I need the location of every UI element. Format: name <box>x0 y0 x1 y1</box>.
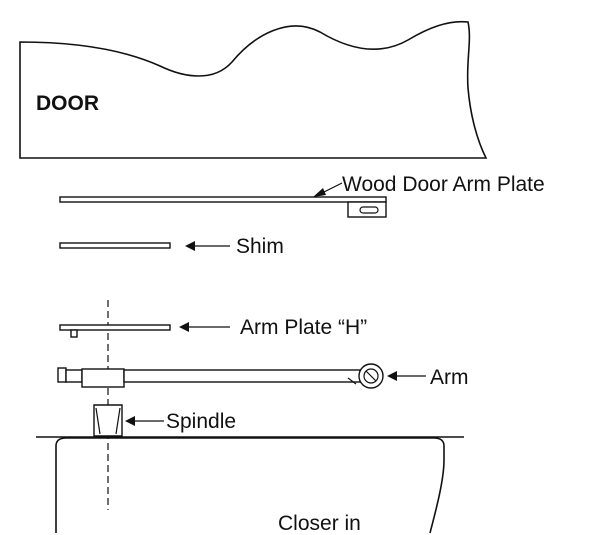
arm-plate-h-label: Arm Plate “H” <box>240 316 367 339</box>
arm <box>57 363 384 389</box>
arm-label: Arm <box>430 366 469 389</box>
shim <box>59 242 171 249</box>
door-label: DOOR <box>36 92 99 115</box>
door-panel <box>19 20 488 159</box>
spindle <box>93 404 123 437</box>
spindle-leader <box>125 416 164 426</box>
arm-leader <box>387 371 426 381</box>
arm-plate-h <box>59 324 171 338</box>
spindle-label: Spindle <box>166 410 236 433</box>
shim-label: Shim <box>236 235 284 258</box>
wood-door-arm-plate-leader <box>313 182 343 197</box>
closer-label: Closer in <box>278 512 361 535</box>
wood-door-arm-plate <box>59 196 387 218</box>
closer-body <box>55 437 445 534</box>
arm-plate-h-leader <box>179 322 230 332</box>
wood-door-arm-plate-label: Wood Door Arm Plate <box>342 173 545 196</box>
shim-leader <box>185 241 230 251</box>
